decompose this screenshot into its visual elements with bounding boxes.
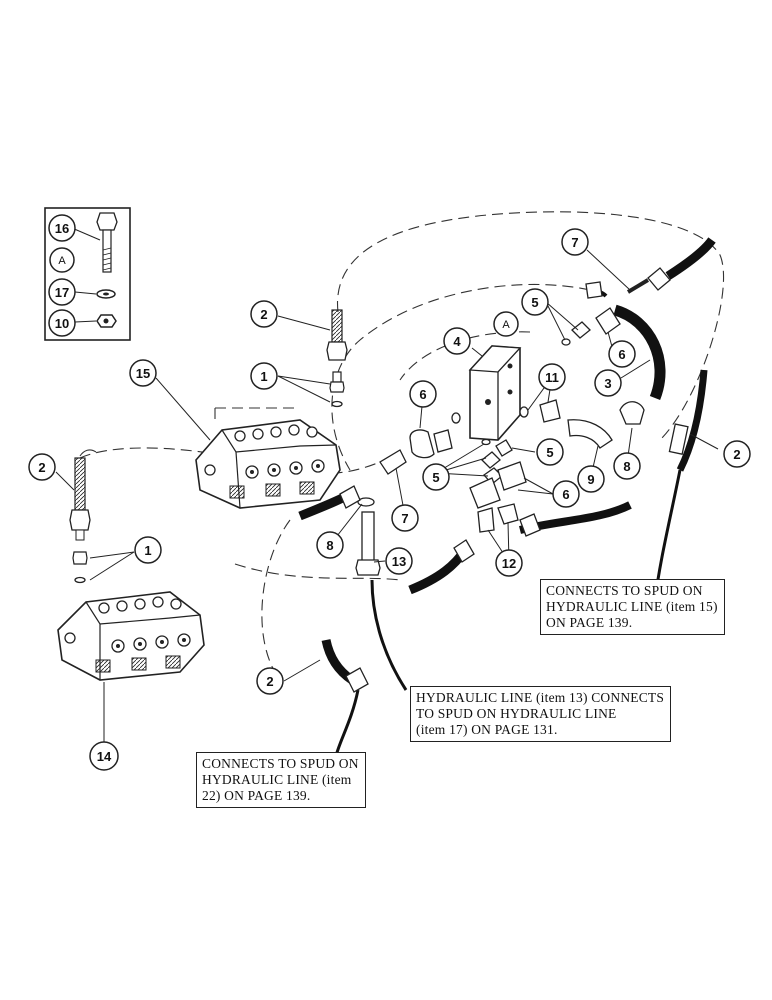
callout-2-right: 2 bbox=[723, 440, 751, 468]
svg-text:6: 6 bbox=[618, 347, 625, 362]
svg-text:7: 7 bbox=[571, 235, 578, 250]
hose-end-2-lower-left bbox=[69, 449, 97, 584]
callout-3: 3 bbox=[594, 369, 622, 397]
svg-text:6: 6 bbox=[562, 487, 569, 502]
callout-12: 12 bbox=[495, 549, 523, 577]
svg-text:17: 17 bbox=[55, 285, 69, 300]
callout-1-lower: 1 bbox=[134, 536, 162, 564]
svg-text:5: 5 bbox=[546, 445, 553, 460]
svg-text:2: 2 bbox=[260, 307, 267, 322]
callout-8-right: 8 bbox=[613, 452, 641, 480]
callout-9: 9 bbox=[577, 465, 605, 493]
svg-text:3: 3 bbox=[604, 376, 611, 391]
callout-5-upper: 5 bbox=[521, 288, 549, 316]
svg-text:14: 14 bbox=[97, 749, 112, 764]
callout-16: 16 bbox=[48, 214, 76, 242]
callout-2-upper: 2 bbox=[250, 300, 278, 328]
callout-13: 13 bbox=[385, 547, 413, 575]
svg-text:12: 12 bbox=[502, 556, 516, 571]
callout-11: 11 bbox=[538, 363, 566, 391]
callout-5-middle: 5 bbox=[422, 463, 450, 491]
svg-text:1: 1 bbox=[144, 543, 151, 558]
callout-A-block: A bbox=[493, 311, 519, 337]
callout-7-lower: 7 bbox=[391, 504, 419, 532]
svg-text:2: 2 bbox=[266, 674, 273, 689]
leader-lines bbox=[55, 249, 719, 742]
control-valve-14 bbox=[57, 591, 205, 681]
svg-text:5: 5 bbox=[432, 470, 439, 485]
svg-text:2: 2 bbox=[733, 447, 740, 462]
bolt-part bbox=[96, 212, 118, 273]
svg-text:6: 6 bbox=[419, 387, 426, 402]
hose-2-right bbox=[653, 369, 708, 601]
svg-text:8: 8 bbox=[623, 459, 630, 474]
control-valve-15 bbox=[195, 419, 341, 509]
svg-text:16: 16 bbox=[55, 221, 69, 236]
fittings-group bbox=[355, 307, 645, 576]
note-hydraulic-line-item-13: HYDRAULIC LINE (item 13) CONNECTS TO SPU… bbox=[410, 686, 672, 742]
callout-6-left: 6 bbox=[409, 380, 437, 408]
callout-2-left: 2 bbox=[28, 453, 56, 481]
callout-5-right: 5 bbox=[536, 438, 564, 466]
svg-text:A: A bbox=[58, 255, 66, 267]
callouts: 16 A 17 10 2 1 15 2 1 14 7 5 4 A 6 3 11 … bbox=[28, 214, 751, 771]
note-connects-item-15: CONNECTS TO SPUD ON HYDRAULIC LINE (item… bbox=[540, 579, 725, 635]
callout-2-lower: 2 bbox=[256, 667, 284, 695]
callout-7-upper: 7 bbox=[561, 228, 589, 256]
hose-end-2-upper bbox=[326, 309, 348, 408]
svg-text:A: A bbox=[502, 319, 510, 331]
note-connects-item-22: CONNECTS TO SPUD ON HYDRAULIC LINE (item… bbox=[196, 752, 366, 808]
callout-8-lower: 8 bbox=[316, 531, 344, 559]
svg-text:9: 9 bbox=[587, 472, 594, 487]
hose-top-right bbox=[626, 237, 716, 294]
nut-part bbox=[96, 314, 117, 328]
svg-text:15: 15 bbox=[136, 366, 150, 381]
svg-text:5: 5 bbox=[531, 295, 538, 310]
callout-4: 4 bbox=[443, 327, 471, 355]
callout-6-lower: 6 bbox=[552, 480, 580, 508]
svg-text:4: 4 bbox=[453, 334, 461, 349]
svg-text:2: 2 bbox=[38, 460, 45, 475]
callout-1-upper: 1 bbox=[250, 362, 278, 390]
svg-text:11: 11 bbox=[545, 370, 559, 385]
callout-A-inset: A bbox=[49, 247, 75, 273]
hose-3 bbox=[613, 304, 666, 401]
callout-6-upper: 6 bbox=[608, 340, 636, 368]
callout-15: 15 bbox=[129, 359, 157, 387]
callout-14: 14 bbox=[89, 741, 119, 771]
svg-text:10: 10 bbox=[55, 316, 69, 331]
svg-text:8: 8 bbox=[326, 538, 333, 553]
svg-text:1: 1 bbox=[260, 369, 267, 384]
svg-text:7: 7 bbox=[401, 511, 408, 526]
svg-text:13: 13 bbox=[392, 554, 406, 569]
callout-17: 17 bbox=[48, 278, 76, 306]
callout-10: 10 bbox=[48, 309, 76, 337]
valve-block-4 bbox=[468, 345, 522, 441]
